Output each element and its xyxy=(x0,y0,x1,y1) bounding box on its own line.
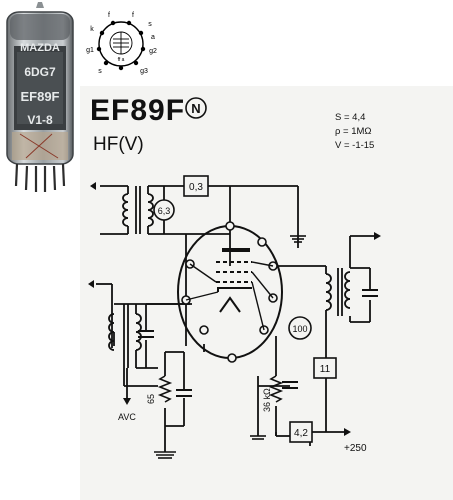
pin-label-k: k xyxy=(90,26,94,33)
screen-resistor-label: 36 kΩ xyxy=(262,388,272,412)
tube-subtitle: HF(V) xyxy=(93,134,144,155)
schematic-paper xyxy=(80,86,453,500)
tube-print-line-2: 6DG7 xyxy=(24,65,56,79)
anode-voltage-label: 100 xyxy=(292,324,307,334)
input-coil-secondary xyxy=(147,193,154,227)
tube-title: EF89F xyxy=(90,94,185,127)
spec-rho: ρ = 1MΩ xyxy=(335,126,372,137)
anode-voltage-circle xyxy=(288,316,312,340)
avc-label: AVC xyxy=(118,412,136,422)
tube-print-line-4: V1-8 xyxy=(27,113,53,127)
tube-symbol xyxy=(177,221,283,363)
screen-resistor xyxy=(268,375,284,403)
tube-tip xyxy=(36,2,44,8)
input-arrow-top xyxy=(90,182,96,190)
grid-coil-primary xyxy=(108,313,115,351)
pin-label-a: a xyxy=(151,34,155,41)
screen-current-box xyxy=(289,421,313,443)
grid-coil-secondary xyxy=(135,313,142,351)
cathode-resistor-label: 65 xyxy=(146,394,156,404)
output-arrow xyxy=(374,232,381,240)
pin-label-g3: g3 xyxy=(140,68,148,75)
circuit-wires xyxy=(96,185,374,452)
input-arrow-mid xyxy=(88,280,94,288)
heater-voltage-label: 6,3 xyxy=(158,206,171,216)
fuse-box-label: 0,3 xyxy=(189,182,203,193)
pin-label-g2: g2 xyxy=(149,48,157,55)
spec-v: V = -1-15 xyxy=(335,140,374,151)
cathode-resistor xyxy=(157,375,173,403)
plate-current-label: 11 xyxy=(320,364,331,375)
badge-circle xyxy=(185,97,207,119)
arrows xyxy=(88,182,381,436)
avc-arrow xyxy=(123,398,131,405)
spec-s: S = 4,4 xyxy=(335,112,365,123)
input-coil-primary xyxy=(122,193,129,227)
tube-print-line-3: EF89F xyxy=(20,89,59,104)
pin-center-label: ff a xyxy=(118,57,125,63)
capacitors xyxy=(138,289,378,397)
grounds xyxy=(154,235,306,459)
pin-label-s1: s xyxy=(148,21,152,28)
resistors xyxy=(157,375,284,403)
badge-label: N xyxy=(191,101,200,116)
screen-current-label: 4,2 xyxy=(294,428,308,439)
supply-voltage-label: +250 xyxy=(344,443,367,454)
coils xyxy=(108,193,351,351)
tube-print-line-1: MAZDA xyxy=(20,42,60,54)
pin-diagram: f f k s a g1 g2 s g3 ff a xyxy=(86,12,157,75)
heater-voltage-circle xyxy=(153,199,175,221)
pin-label-f1: f xyxy=(108,12,110,19)
schematic: EF89F N HF(V) S = 4,4 ρ = 1MΩ V = -1-15 xyxy=(80,86,453,500)
tube-heater xyxy=(219,296,241,313)
pin-dots xyxy=(96,20,146,71)
tube-pins xyxy=(14,163,66,192)
plate-current-box xyxy=(313,357,337,379)
plate-coil-primary xyxy=(325,273,332,311)
pin-label-s2: s xyxy=(98,68,102,75)
tube-photo: MAZDA 6DG7 EF89F V1-8 xyxy=(6,2,74,192)
pin-label-f2: f xyxy=(132,12,134,19)
tube-cathode xyxy=(217,287,252,292)
fuse-box xyxy=(183,175,209,197)
plate-coil-secondary xyxy=(344,271,351,309)
pin-label-g1: g1 xyxy=(86,47,94,54)
supply-arrow xyxy=(344,428,351,436)
